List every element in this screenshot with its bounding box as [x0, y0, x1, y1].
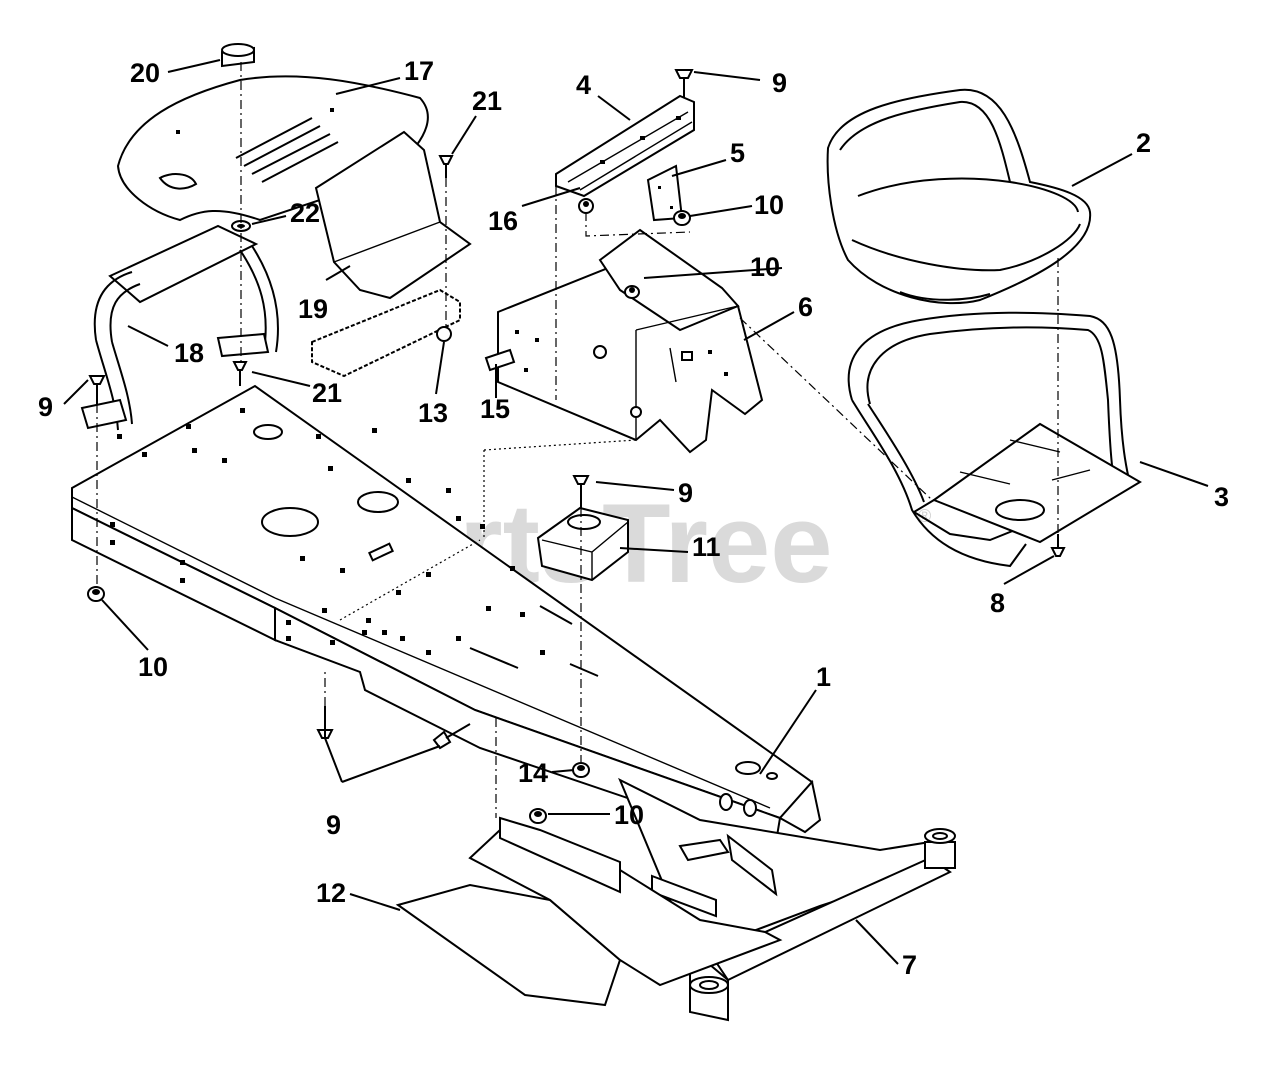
callout-12: 12	[316, 878, 346, 908]
frame-part-1	[71, 384, 822, 850]
callout-14: 14	[518, 758, 548, 788]
callout-21-top: 21	[472, 86, 502, 116]
callout-10-bottom: 10	[614, 800, 644, 830]
fasteners	[87, 43, 1066, 824]
mount-bracket	[311, 288, 461, 378]
assembly-guide-lines	[96, 62, 1059, 818]
callout-9-center: 9	[678, 478, 693, 508]
callout-13: 13	[418, 398, 448, 428]
callout-2: 2	[1136, 128, 1151, 158]
callout-labels: 1 2 3 4 5 6 7 8 9 9 9 9 10 10 10 10 11 1…	[38, 56, 1229, 980]
callout-1: 1	[816, 662, 831, 692]
callout-21-left: 21	[312, 378, 342, 408]
seat-part-2	[826, 88, 1092, 305]
callout-19: 19	[298, 294, 328, 324]
callout-8: 8	[990, 588, 1005, 618]
callout-4: 4	[576, 70, 591, 100]
seat-bracket-part-6	[497, 228, 764, 454]
lower-frame-part-7	[618, 777, 956, 1022]
callout-18: 18	[174, 338, 204, 368]
callout-15: 15	[480, 394, 510, 424]
callout-3: 3	[1214, 482, 1229, 512]
callout-5: 5	[730, 138, 745, 168]
callout-17: 17	[404, 56, 434, 86]
seat-frame-part-3	[847, 311, 1142, 568]
callout-11: 11	[692, 532, 721, 562]
callout-9-bottom: 9	[326, 810, 341, 840]
callout-7: 7	[902, 950, 917, 980]
callout-20: 20	[130, 58, 160, 88]
callout-16: 16	[488, 206, 518, 236]
handle-part-18	[80, 224, 279, 431]
callout-10-bracket: 10	[754, 190, 784, 220]
fender-vents	[235, 117, 339, 183]
frame-holes	[110, 408, 778, 817]
callout-9-left: 9	[38, 392, 53, 422]
callout-10-left: 10	[138, 652, 168, 682]
callout-9-top: 9	[772, 68, 787, 98]
leader-lines	[63, 59, 1209, 965]
bottom-plate-part-12	[395, 816, 783, 1007]
callout-22: 22	[290, 198, 320, 228]
callout-10-seat-bracket: 10	[750, 252, 780, 282]
callout-6: 6	[798, 292, 813, 322]
